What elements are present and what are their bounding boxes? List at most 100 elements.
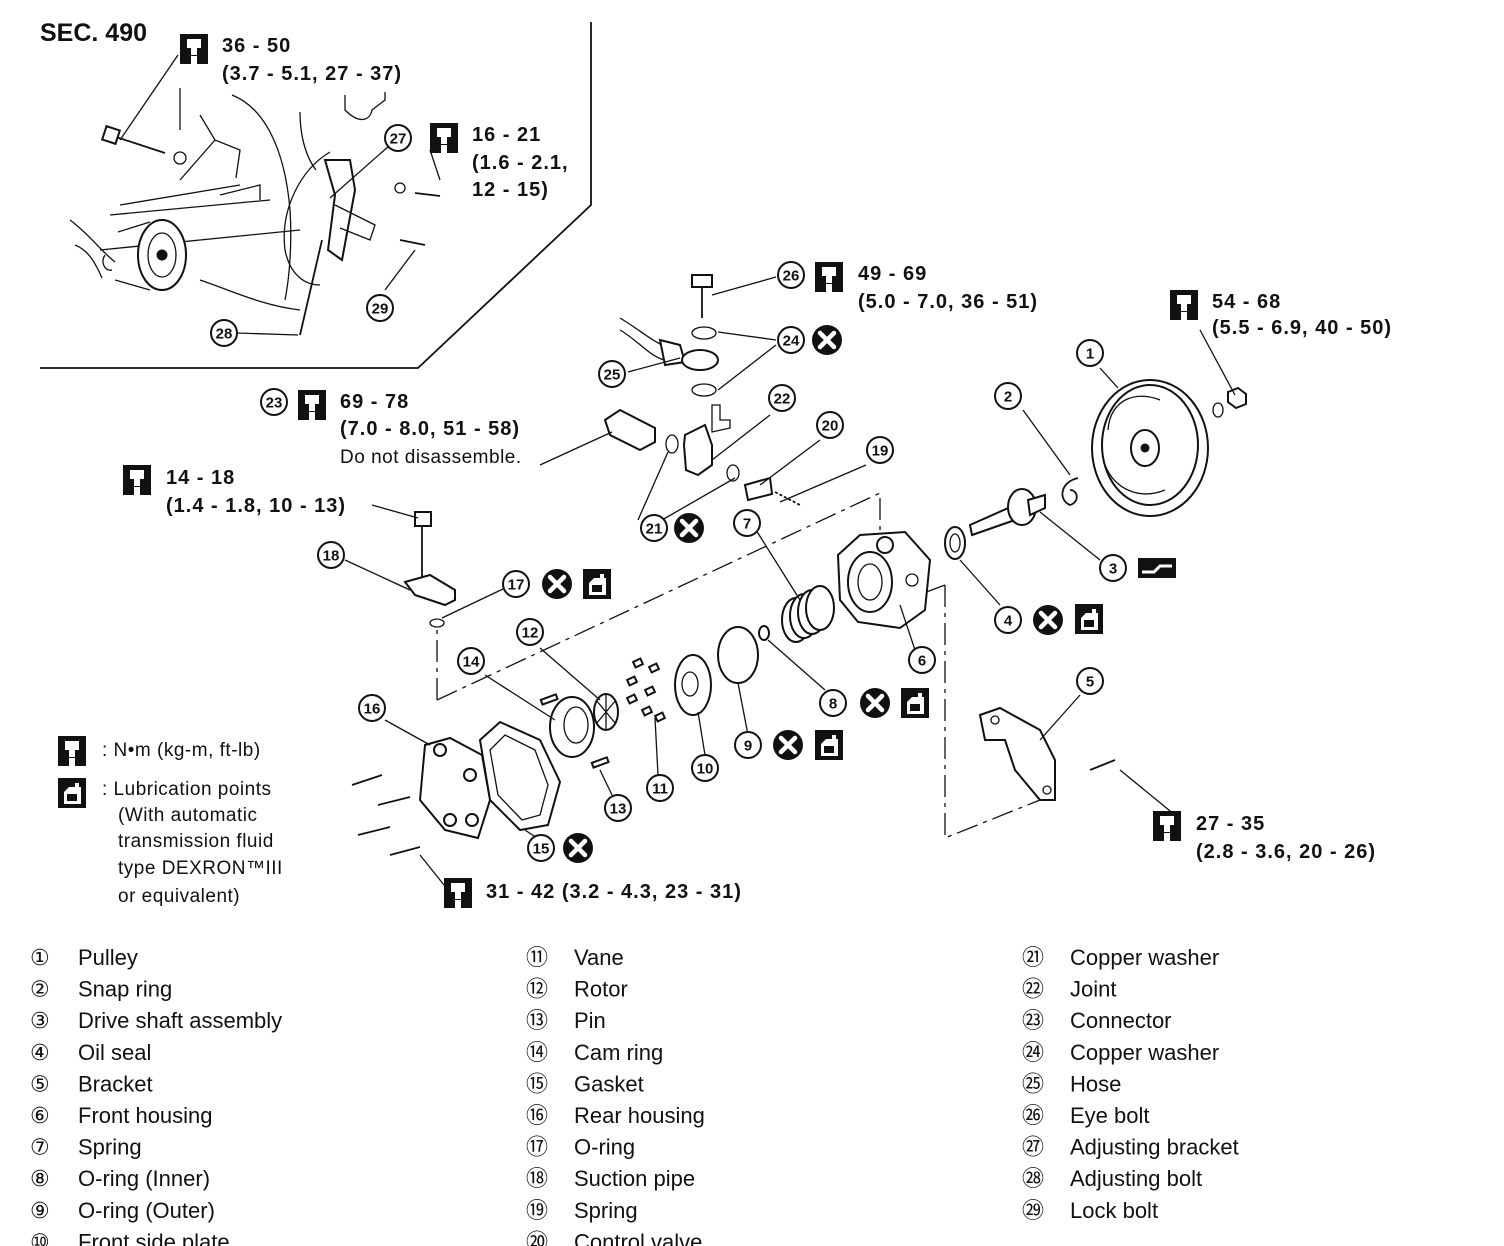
part-number: ⑳ <box>526 1229 548 1246</box>
part-name: Pin <box>574 1008 606 1033</box>
svg-text:19: 19 <box>872 443 889 460</box>
section-label: SEC. 490 <box>40 19 147 47</box>
part-number: ⑲ <box>526 1198 548 1223</box>
marker-10: 10 <box>691 754 719 782</box>
part-name: Lock bolt <box>1070 1198 1158 1223</box>
torque-icon <box>815 262 843 292</box>
svg-text:16: 16 <box>364 701 381 718</box>
part-number: ⑫ <box>526 977 548 1002</box>
pump-parts <box>351 274 1247 856</box>
svg-text:27: 27 <box>390 131 407 148</box>
torque-value-alt: (5.0 - 7.0, 36 - 51) <box>858 291 1038 313</box>
torque-value: 31 - 42 (3.2 - 4.3, 23 - 31) <box>486 881 742 903</box>
part-number: ⑭ <box>526 1040 548 1065</box>
replace-icon <box>563 833 593 863</box>
part-number: ① <box>30 945 50 970</box>
symbol-legend: : N•m (kg-m, ft-lb) : Lubrication points… <box>58 736 283 907</box>
lube-icon <box>58 778 86 808</box>
part-name: Spring <box>78 1135 142 1160</box>
torque-legend-text: : N•m (kg-m, ft-lb) <box>102 740 261 761</box>
part-name: Adjusting bolt <box>1070 1166 1202 1191</box>
svg-text:24: 24 <box>783 333 800 350</box>
torque-icon <box>444 878 472 908</box>
torque-value-alt: (1.6 - 2.1, <box>472 152 569 174</box>
marker-21: 21 <box>640 514 668 542</box>
svg-text:23: 23 <box>266 395 283 412</box>
part-name: Spring <box>574 1198 638 1223</box>
lube-icon <box>1075 604 1103 634</box>
part-number: ⑪ <box>526 945 548 970</box>
torque-callout-27-35: 27 - 35 (2.8 - 3.6, 20 - 26) <box>1153 811 1376 863</box>
marker-20: 20 <box>816 411 844 439</box>
part-number: ⑦ <box>30 1135 50 1160</box>
part-name: O-ring (Outer) <box>78 1198 215 1223</box>
torque-value: 14 - 18 <box>166 467 235 489</box>
torque-value-alt: (2.8 - 3.6, 20 - 26) <box>1196 841 1376 863</box>
torque-value: 54 - 68 <box>1212 291 1281 313</box>
replace-icon <box>1033 605 1063 635</box>
marker-17: 17 <box>502 570 530 598</box>
part-number: ⑮ <box>526 1071 548 1096</box>
torque-value-alt: (3.7 - 5.1, 27 - 37) <box>222 63 402 85</box>
torque-value-alt: (5.5 - 6.9, 40 - 50) <box>1212 317 1392 339</box>
part-name: Control valve <box>574 1229 702 1246</box>
parts-list-item: ⑮ Gasket <box>526 1071 644 1096</box>
marker-25: 25 <box>598 360 626 388</box>
part-name: Rear housing <box>574 1103 705 1128</box>
lubrication-legend-text: type DEXRON™III <box>118 858 283 879</box>
part-number: ④ <box>30 1040 50 1065</box>
marker-5: 5 <box>1076 667 1104 695</box>
part-number: ㉓ <box>1022 1008 1044 1033</box>
svg-text:28: 28 <box>216 326 233 343</box>
do-not-disassemble-note: Do not disassemble. <box>340 447 522 468</box>
part-number: ㉗ <box>1022 1135 1044 1160</box>
svg-text:10: 10 <box>697 761 714 778</box>
marker-13: 13 <box>604 794 632 822</box>
marker-4: 4 <box>994 606 1022 634</box>
lubrication-legend-text: or equivalent) <box>118 886 240 907</box>
svg-text:12: 12 <box>522 625 539 642</box>
svg-text:5: 5 <box>1086 674 1094 691</box>
marker-12: 12 <box>516 618 544 646</box>
svg-text:21: 21 <box>646 521 663 538</box>
part-name: Gasket <box>574 1071 644 1096</box>
torque-value: 36 - 50 <box>222 35 291 57</box>
marker-29: 29 <box>366 294 394 322</box>
lube-icon <box>901 688 929 718</box>
marker-16: 16 <box>358 694 386 722</box>
part-number: ⑥ <box>30 1103 50 1128</box>
torque-callout-69-78: 69 - 78 (7.0 - 8.0, 51 - 58) Do not disa… <box>298 390 522 468</box>
marker-14: 14 <box>457 647 485 675</box>
marker-15: 15 <box>527 834 555 862</box>
lubrication-legend-text: (With automatic <box>118 805 257 826</box>
grease-icon <box>1136 556 1178 580</box>
lubrication-legend-text: : Lubrication points <box>102 779 272 800</box>
torque-callout-31-42: 31 - 42 (3.2 - 4.3, 23 - 31) <box>444 878 742 908</box>
part-number: ㉕ <box>1022 1071 1044 1096</box>
part-number: ㉘ <box>1022 1166 1044 1191</box>
svg-text:26: 26 <box>783 268 800 285</box>
svg-text:11: 11 <box>652 781 668 798</box>
svg-text:8: 8 <box>829 696 837 713</box>
part-number: ㉙ <box>1022 1198 1044 1223</box>
marker-6: 6 <box>908 646 936 674</box>
parts-list-item: ㉙ Lock bolt <box>1022 1198 1158 1223</box>
torque-icon <box>58 736 86 766</box>
parts-list-item: ㉘ Adjusting bolt <box>1022 1166 1202 1191</box>
torque-callout-54-68: 54 - 68 (5.5 - 6.9, 40 - 50) <box>1170 290 1392 339</box>
part-name: Front housing <box>78 1103 213 1128</box>
svg-text:1: 1 <box>1086 346 1094 363</box>
svg-text:20: 20 <box>822 418 839 435</box>
torque-value-alt: (1.4 - 1.8, 10 - 13) <box>166 495 346 517</box>
part-name: Pulley <box>78 945 138 970</box>
parts-list-item: ⑲ Spring <box>526 1198 638 1223</box>
svg-text:4: 4 <box>1004 613 1013 630</box>
svg-text:17: 17 <box>508 577 525 594</box>
